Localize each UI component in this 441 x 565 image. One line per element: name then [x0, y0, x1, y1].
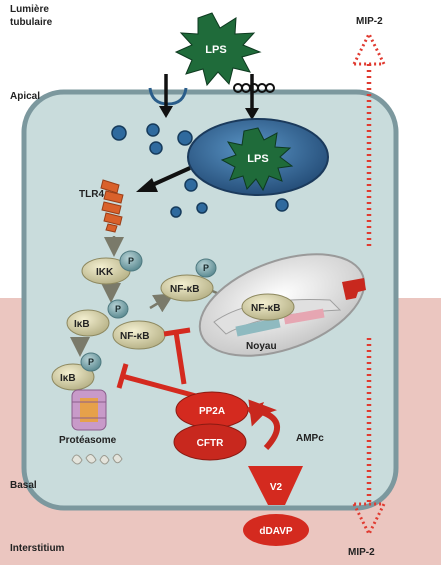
- nfkb-nucleus: [241, 293, 295, 321]
- mip2-bottom-label: MIP-2: [348, 547, 375, 558]
- v2-label: V2: [270, 482, 283, 493]
- lps-endosome-star: [220, 127, 294, 192]
- lps-entry-arrows: [159, 74, 259, 120]
- vesicles: [111, 123, 289, 218]
- ampc-curved-arrow: [246, 399, 280, 451]
- ikb-nfkb-complex: [66, 299, 166, 350]
- apical-label: Apical: [10, 91, 40, 102]
- cftr-label: CFTR: [197, 438, 224, 449]
- ikb-degraded: [51, 352, 102, 391]
- pp2a-label: PP2A: [199, 406, 225, 417]
- interstitium-label: Interstitium: [10, 543, 65, 554]
- lps-outside-label: LPS: [205, 44, 226, 56]
- mip2-double-arrow: [351, 30, 387, 538]
- ddavp-ligand: [243, 514, 309, 546]
- lumen-label-line2: tubulaire: [10, 17, 53, 28]
- ikk-complex: [81, 250, 143, 285]
- membrane-channel: [233, 83, 275, 93]
- p-label-nfkb: P: [203, 263, 209, 273]
- ampc-label: AMPc: [296, 433, 324, 444]
- ikb-degraded-label: IκB: [60, 373, 76, 384]
- degradation-fragments: [71, 453, 123, 465]
- cftr-protein: [173, 423, 247, 461]
- ddavp-label: dDAVP: [259, 526, 292, 537]
- mip2-top-label: MIP-2: [356, 16, 383, 27]
- p-label-degraded: P: [88, 357, 94, 367]
- nfkb-complex-label: NF-κB: [120, 331, 149, 342]
- v2-receptor: [248, 466, 303, 505]
- ikk-label: IKK: [96, 267, 114, 278]
- endosome-to-tlr4-arrow: [136, 166, 191, 192]
- membrane-receptor-cup: [148, 87, 188, 106]
- basal-label: Basal: [10, 480, 37, 491]
- lps-outside-star: [174, 12, 262, 87]
- inhibition-bars: [116, 327, 197, 399]
- nfkb-cytoplasm: [160, 258, 217, 302]
- p-label-ikk: P: [128, 256, 134, 266]
- nfkb-cyto-label: NF-κB: [170, 284, 199, 295]
- ikb-label: IκB: [74, 319, 90, 330]
- lumen-label-line1: Lumière: [10, 4, 49, 15]
- lps-endosome-label: LPS: [247, 153, 268, 165]
- proteasome-label: Protéasome: [59, 435, 117, 446]
- p-label-ikb: P: [115, 304, 121, 314]
- tlr4-receptor: [100, 179, 124, 233]
- tlr4-label: TLR4: [79, 189, 104, 200]
- proteasome: [71, 389, 107, 431]
- nfkb-nucleus-label: NF-κB: [251, 303, 280, 314]
- noyau-label: Noyau: [246, 341, 277, 352]
